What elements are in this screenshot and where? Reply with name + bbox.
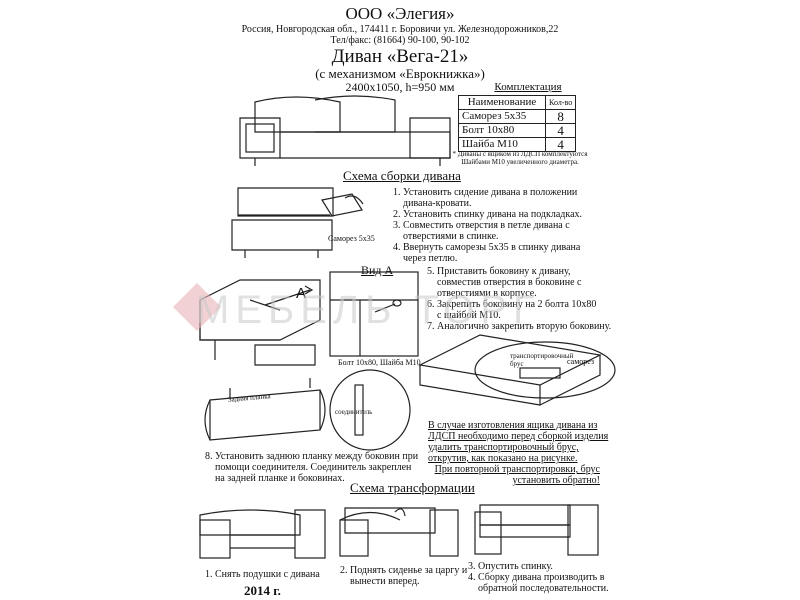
product-dimensions: 2400х1050, h=950 мм bbox=[345, 80, 455, 94]
step-line: 1. Установить сидение дивана в положении bbox=[393, 187, 578, 198]
transform-title: Схема трансформации bbox=[350, 480, 475, 495]
transform-step-1: 1. Снять подушки с дивана bbox=[205, 569, 320, 580]
assembly-steps-1-4: 1. Установить сидение дивана в положении… bbox=[393, 187, 582, 264]
view-a-drawing bbox=[329, 271, 419, 357]
view-a-label: Вид А bbox=[361, 263, 394, 277]
note-line: В случае изготовления ящика дивана из bbox=[428, 420, 598, 431]
transport-bar-label: транспортировочный брус bbox=[510, 352, 574, 368]
step-line: отверстиями в спинке. bbox=[403, 231, 499, 242]
step-line: 5. Приставить боковину к дивану, bbox=[427, 266, 571, 277]
step-line: 4. Сборку дивана производить в bbox=[468, 572, 605, 583]
step-line: через петлю. bbox=[403, 253, 458, 264]
assembly-title: Схема сборки дивана bbox=[343, 168, 461, 183]
sofa-transform-2 bbox=[339, 507, 459, 557]
step-line: 7. Аналогично закрепить вторую боковину. bbox=[427, 321, 612, 332]
note-line: ЛДСП необходимо перед сборкой изделия bbox=[428, 431, 609, 442]
step-line: 8. Установить заднюю планку между бокови… bbox=[205, 451, 419, 462]
kit-title: Комплектация bbox=[494, 81, 562, 93]
kit-table: Наименование Кол-во Саморез 5х35 8 Болт … bbox=[458, 95, 577, 152]
sofa-drawing-top bbox=[239, 95, 451, 166]
kit-note: * Диваны с ящиком из ЛДСП комплектуются … bbox=[452, 150, 588, 166]
company-address: Россия, Новгородская обл., 174411 г. Бор… bbox=[241, 24, 559, 35]
kit-cell-name: Шайба М10 bbox=[458, 137, 546, 152]
sofa-transform-3 bbox=[474, 504, 599, 556]
step-line: помощи соединителя. Соединитель закрепле… bbox=[215, 462, 412, 473]
note-line: удалить транспортировочный брус, bbox=[428, 442, 579, 453]
document-year: 2014 г. bbox=[244, 583, 281, 598]
product-mechanism: (с механизмом «Еврокнижка») bbox=[315, 66, 485, 81]
screw2-label: саморез bbox=[567, 357, 595, 366]
bolt-label: Болт 10х80, Шайба М10 bbox=[338, 358, 421, 367]
step-line: 3. Опустить спинку. bbox=[468, 561, 553, 572]
watermark-text: МЕБЕЛЬ ТОРГ bbox=[196, 288, 541, 332]
step-line: отверстиями в корпусе. bbox=[437, 288, 537, 299]
step-line: 4. Ввернуть саморезы 5х35 в спинку диван… bbox=[393, 242, 581, 253]
sofa-drawing-assembly-1 bbox=[231, 187, 364, 258]
connector-label: соединитель bbox=[335, 408, 373, 416]
transform-step-3-4: 3. Опустить спинку. 4. Сборку дивана про… bbox=[468, 561, 609, 594]
sofa-transform-1 bbox=[199, 509, 326, 559]
screw-label: Саморез 5х35 bbox=[328, 234, 375, 243]
step-line: дивана-кровати. bbox=[403, 198, 472, 209]
kit-cell-qty: 4 bbox=[544, 137, 577, 152]
step-line: обратной последовательности. bbox=[478, 583, 609, 594]
step-line: 3. Совместить отверстия в петле дивана с bbox=[393, 220, 570, 231]
assembly-step-8: 8. Установить заднюю планку между бокови… bbox=[205, 451, 418, 484]
step-line: вынести вперед. bbox=[350, 576, 420, 587]
step-line: 2. Установить спинку дивана на подкладка… bbox=[393, 209, 583, 220]
drawer-drawing bbox=[418, 334, 616, 406]
note-line: установить обратно! bbox=[512, 475, 600, 486]
view-a-arrow-label: А bbox=[296, 285, 307, 302]
product-name: Диван «Вега-21» bbox=[331, 46, 469, 67]
table-row: Шайба М10 4 bbox=[458, 137, 577, 152]
transform-step-2: 2. Поднять сиденье за царгу и вынести вп… bbox=[340, 565, 467, 587]
step-line: 6. Закрепить боковину на 2 болта 10х80 bbox=[427, 299, 597, 310]
company-phone: Тел/факс: (81664) 90-100, 90-102 bbox=[330, 35, 470, 46]
back-plank-drawing bbox=[204, 369, 411, 451]
table-row: Саморез 5х35 8 bbox=[458, 109, 577, 124]
transport-note: При повторной транспортировки, брус уста… bbox=[430, 464, 600, 486]
box-note: В случае изготовления ящика дивана из ЛД… bbox=[428, 420, 608, 464]
step-line: на задней планке и боковинах. bbox=[215, 473, 345, 484]
step-line: совместив отверстия в боковине с bbox=[437, 277, 582, 288]
step-line: 2. Поднять сиденье за царгу и bbox=[340, 565, 468, 576]
note-line: открутив, как показано на рисунке. bbox=[428, 453, 578, 464]
assembly-steps-5-7: 5. Приставить боковину к дивану, совмест… bbox=[427, 266, 611, 332]
note-line: При повторной транспортировки, брус bbox=[434, 464, 600, 475]
kit-cell-name: Болт 10х80 bbox=[458, 123, 546, 138]
step-line: с шайбой М10. bbox=[437, 310, 501, 321]
company-name: ООО «Элегия» bbox=[345, 4, 455, 23]
